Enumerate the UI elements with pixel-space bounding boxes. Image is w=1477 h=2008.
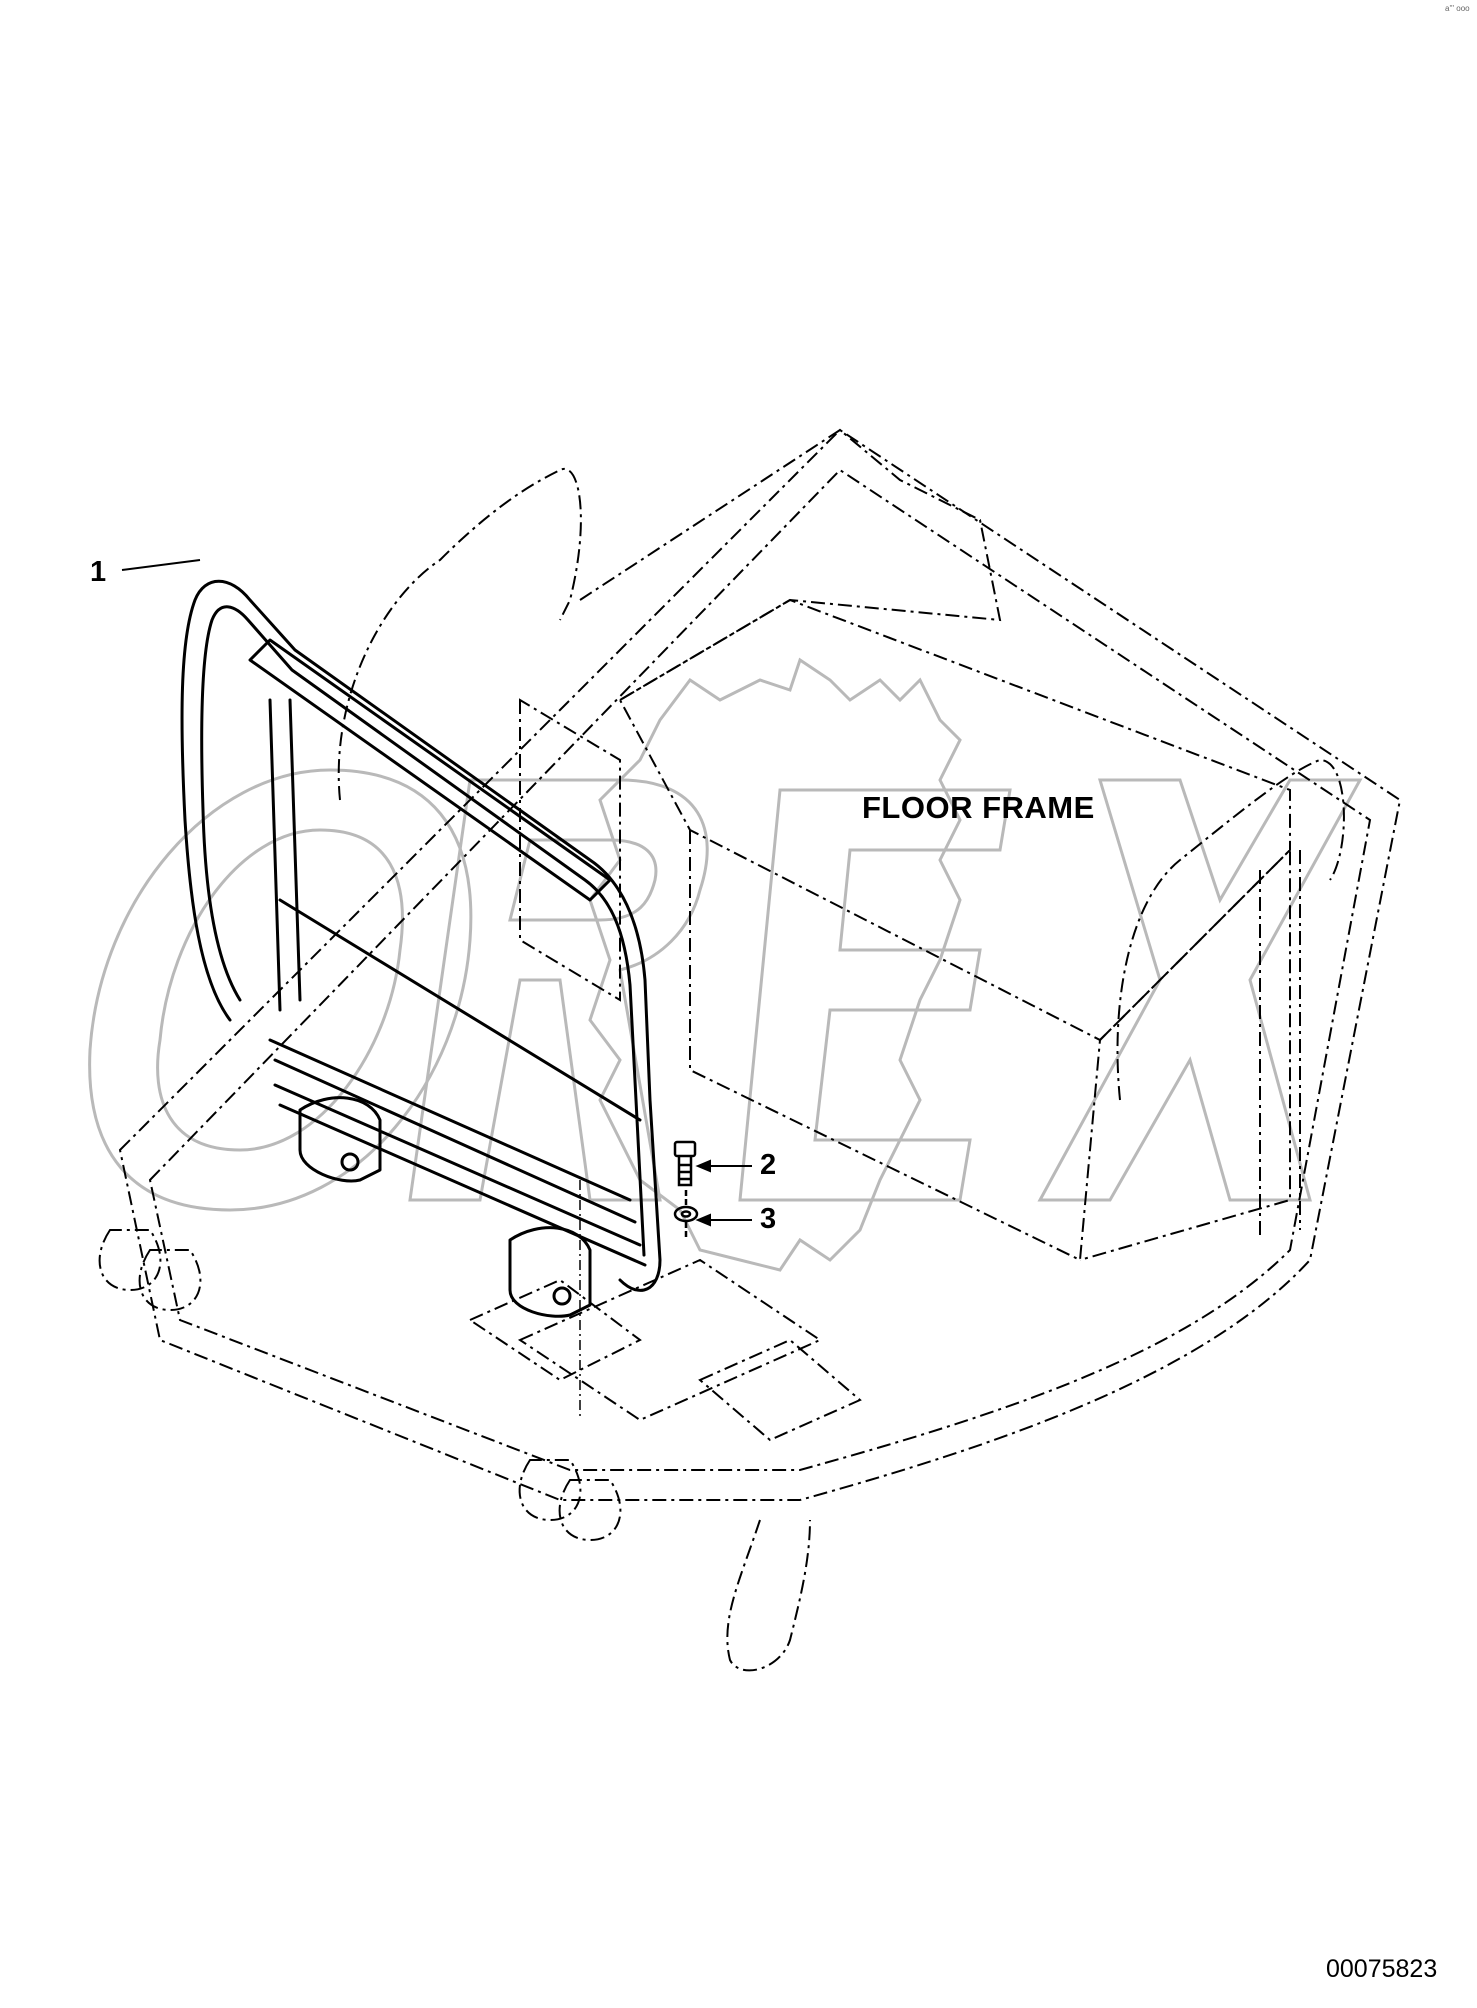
guard-crossbar	[278, 898, 642, 1122]
watermark-letter-x	[1037, 778, 1363, 1202]
bolt-head	[673, 1140, 697, 1158]
guard-lower-bar-4	[278, 1103, 647, 1267]
guard-lower-bar-3	[273, 1083, 642, 1247]
bracket-front-left	[98, 1229, 162, 1292]
mount-right	[508, 1226, 592, 1318]
cab-box-right	[1079, 847, 1291, 1261]
floor-trap	[517, 1258, 823, 1422]
mount-left	[298, 1096, 382, 1183]
guard-inner-tube	[200, 605, 646, 1257]
right-handrail	[1116, 758, 1345, 1101]
floor-plate-outline	[118, 428, 1402, 1501]
floor-frame-label: FLOOR FRAME	[862, 790, 1095, 825]
guard-lower-bar-2	[273, 1058, 637, 1224]
rear-arm	[726, 1519, 811, 1672]
cab-box-side	[689, 830, 1101, 1262]
washer-hole	[680, 1210, 692, 1218]
washer	[673, 1205, 699, 1223]
watermark	[88, 657, 1363, 1272]
guard-outer-tube	[180, 579, 662, 1292]
mount-right-hole	[552, 1286, 572, 1306]
guard-lower-bar-1	[268, 1038, 632, 1202]
rear-panel	[519, 698, 621, 1002]
leader-1	[121, 559, 201, 571]
bracket-front-center-2	[558, 1479, 622, 1542]
floor-frame	[98, 428, 1402, 1672]
fasteners	[579, 1140, 699, 1420]
rear-wall	[579, 428, 1002, 701]
bracket-front-left-2	[138, 1249, 202, 1312]
guard-top-bar	[248, 638, 612, 902]
callout-1-label: 1	[90, 556, 107, 588]
leader-lines	[121, 559, 752, 1227]
handrail-guard	[180, 579, 662, 1318]
leader-3-arrow	[695, 1213, 711, 1227]
watermark-letter-e	[738, 788, 1012, 1202]
corner-mark: a''' ooo	[1445, 4, 1470, 13]
drawing-number: 00075823	[1326, 1955, 1438, 1983]
floor-hatch-1	[467, 1278, 642, 1382]
floor-hatch-2	[698, 1338, 862, 1442]
bolt-shank	[677, 1156, 693, 1187]
mount-left-hole	[340, 1152, 360, 1172]
bracket-front-center	[518, 1459, 582, 1522]
rear-handrail	[337, 467, 582, 801]
callout-2-label: 2	[760, 1149, 777, 1181]
right-post	[1259, 850, 1301, 1240]
guard-inner-frame	[268, 698, 302, 1012]
leader-2-arrow	[695, 1159, 711, 1173]
floor-plate-inner	[148, 468, 1372, 1471]
callout-3-label: 3	[760, 1203, 777, 1235]
